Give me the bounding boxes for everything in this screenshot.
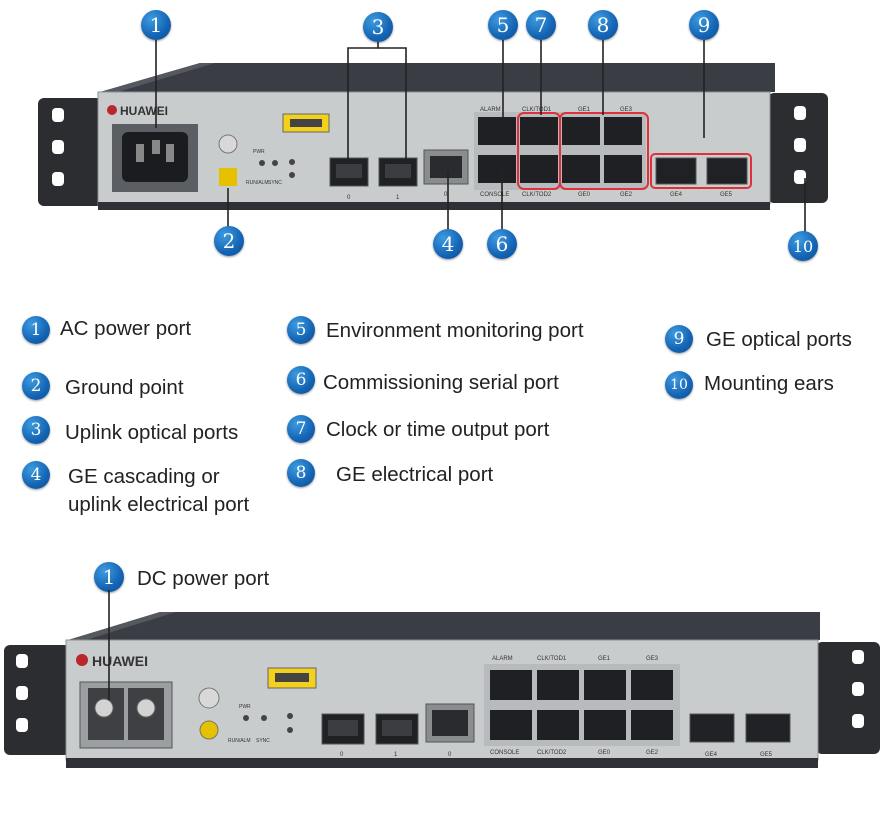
- svg-text:1: 1: [394, 752, 398, 758]
- svg-text:CLK/TOD2: CLK/TOD2: [537, 750, 567, 756]
- ac-front-panel: [97, 91, 771, 205]
- legend-label-10: Mounting ears: [704, 372, 834, 395]
- svg-text:CLK/TOD1: CLK/TOD1: [537, 656, 567, 662]
- legend-num-7: 7: [287, 415, 315, 443]
- svg-text:CONSOLE: CONSOLE: [480, 192, 509, 198]
- legend-label-4a: GE cascading or: [68, 465, 220, 488]
- dc-huawei-logo: HUAWEI: [76, 653, 148, 669]
- svg-text:GE3: GE3: [620, 107, 633, 113]
- dc-callout-1: 1: [94, 562, 124, 592]
- svg-text:GE0: GE0: [578, 192, 591, 198]
- legend-num-2: 2: [22, 372, 50, 400]
- svg-text:GE4: GE4: [705, 752, 718, 758]
- highlight-boxes: [517, 112, 752, 190]
- svg-text:SYNC: SYNC: [268, 180, 282, 186]
- dc-status-leds: PWR RUN/ALM SYNC: [228, 704, 293, 744]
- legend-label-7: Clock or time output port: [326, 418, 550, 441]
- dc-rj45-block: ALARM CLK/TOD1 GE1 GE3 CONSOLE CLK/TOD2 …: [484, 656, 680, 756]
- legend-label-1: AC power port: [60, 317, 192, 340]
- svg-text:CONSOLE: CONSOLE: [490, 750, 519, 756]
- ac-uplink-optical-ports: 0 1: [329, 157, 418, 201]
- svg-text:GE5: GE5: [760, 752, 773, 758]
- legend-label-5: Environment monitoring port: [326, 319, 584, 342]
- svg-text:PWR: PWR: [239, 704, 251, 710]
- dc-power-terminal: [79, 681, 173, 749]
- callout-3: 3: [363, 12, 393, 42]
- legend-label-8: GE electrical port: [336, 463, 494, 486]
- callout-4: 4: [433, 229, 463, 259]
- callout-2: 2: [214, 226, 244, 256]
- svg-text:CLK/TOD2: CLK/TOD2: [522, 192, 552, 198]
- svg-text:GE4: GE4: [670, 192, 683, 198]
- dc-device-lid: [68, 612, 820, 640]
- legend-num-5: 5: [287, 316, 315, 344]
- svg-text:PWR: PWR: [253, 149, 265, 155]
- svg-text:GE2: GE2: [620, 192, 633, 198]
- svg-text:RUN/ALM: RUN/ALM: [228, 738, 251, 744]
- svg-text:GE1: GE1: [578, 107, 591, 113]
- dc-ge-optical-ports: GE4 GE5: [689, 713, 791, 758]
- ac-ground-point: [218, 134, 238, 186]
- leader-lines: [155, 40, 806, 232]
- svg-text:GE0: GE0: [598, 750, 611, 756]
- svg-text:GE1: GE1: [598, 656, 611, 662]
- dc-uplink-optical-ports: 0 1: [321, 713, 419, 758]
- svg-text:ALARM: ALARM: [480, 107, 501, 113]
- callout-1: 1: [141, 10, 171, 40]
- dc-device-illustration: HUAWEI PWR RUN/ALM SYNC 0 1 0: [4, 590, 880, 768]
- callout-9: 9: [689, 10, 719, 40]
- callout-8: 8: [588, 10, 618, 40]
- svg-text:CLK/TOD1: CLK/TOD1: [522, 107, 552, 113]
- ac-left-mounting-ear: [38, 98, 102, 206]
- ac-power-socket: [112, 124, 198, 192]
- ac-ge-optical-ports: GE4 GE5: [655, 157, 748, 198]
- svg-text:GE5: GE5: [720, 192, 733, 198]
- legend-num-4: 4: [22, 461, 50, 489]
- ac-ge-cascading-port: 0: [423, 149, 469, 198]
- dc-brand-text: HUAWEI: [92, 653, 148, 669]
- svg-text:SYNC: SYNC: [256, 738, 270, 744]
- svg-text:0: 0: [448, 752, 452, 758]
- dc-ground-point: [198, 687, 220, 740]
- legend-num-3: 3: [22, 416, 50, 444]
- svg-text:ALARM: ALARM: [492, 656, 513, 662]
- svg-text:0: 0: [347, 195, 351, 201]
- ac-device-lid: [100, 63, 775, 92]
- svg-text:0: 0: [340, 752, 344, 758]
- callout-7: 7: [526, 10, 556, 40]
- legend-num-9: 9: [665, 325, 693, 353]
- ac-status-leds: PWR RUN/ALM SYNC: [246, 149, 295, 186]
- legend-label-4b: uplink electrical port: [68, 493, 250, 516]
- callout-5: 5: [488, 10, 518, 40]
- legend-label-9: GE optical ports: [706, 328, 852, 351]
- legend-label-3: Uplink optical ports: [65, 421, 239, 444]
- dc-callout-label: DC power port: [137, 567, 270, 590]
- highlight-ge-optical: [650, 153, 752, 189]
- ac-right-mounting-ear: [768, 93, 828, 203]
- callout-10: 10: [788, 231, 818, 261]
- ac-device-illustration: HUAWEI PWR RUN/ALM SYNC 0 1 0: [38, 40, 828, 232]
- legend-num-1: 1: [22, 316, 50, 344]
- svg-text:0: 0: [444, 192, 448, 198]
- callout-6: 6: [487, 229, 517, 259]
- highlight-ge-electrical: [559, 112, 649, 190]
- legend-label-2: Ground point: [65, 376, 184, 399]
- svg-text:1: 1: [396, 195, 400, 201]
- dc-right-mounting-ear: [816, 642, 880, 754]
- legend-num-10: 10: [665, 371, 693, 399]
- ac-brand-text: HUAWEI: [120, 104, 168, 118]
- dc-ge-cascading-port: 0: [425, 703, 475, 758]
- legend-label-6: Commissioning serial port: [323, 371, 559, 394]
- svg-text:RUN/ALM: RUN/ALM: [246, 180, 269, 186]
- svg-text:GE3: GE3: [646, 656, 659, 662]
- legend-num-6: 6: [287, 366, 315, 394]
- svg-text:GE2: GE2: [646, 750, 659, 756]
- legend-num-8: 8: [287, 459, 315, 487]
- dc-left-mounting-ear: [4, 645, 70, 755]
